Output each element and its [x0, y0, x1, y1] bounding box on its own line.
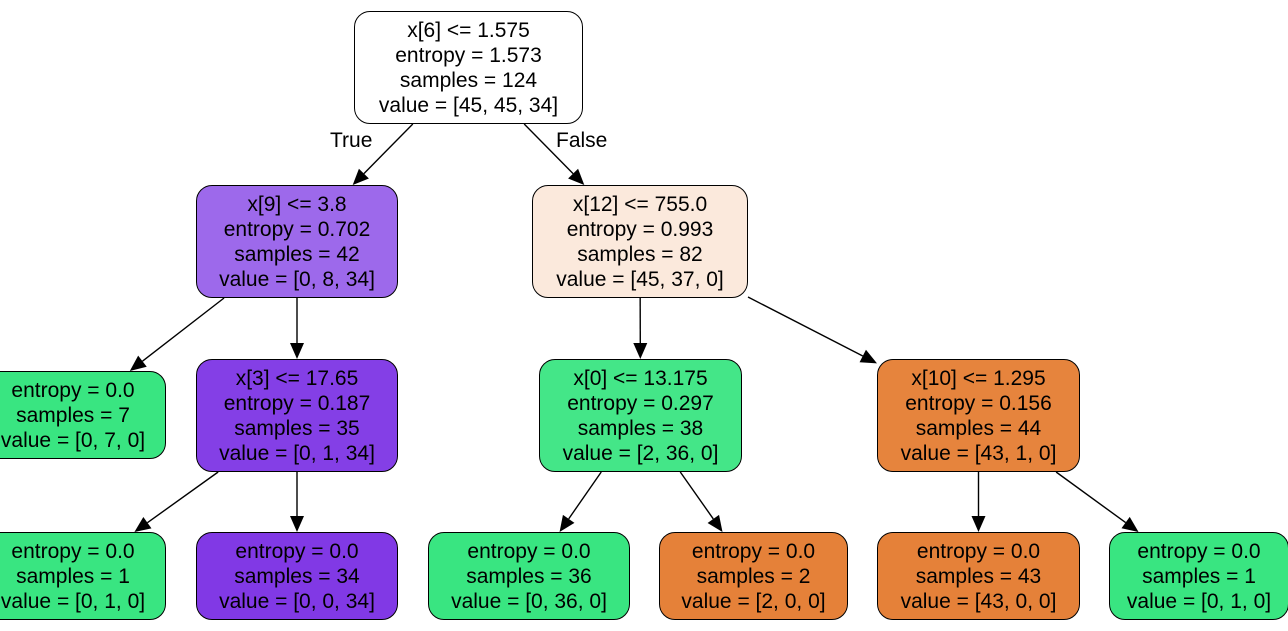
node-samples: samples = 35 — [234, 416, 360, 440]
node-split-rule: x[9] <= 3.8 — [247, 192, 347, 216]
tree-leaf-node: entropy = 0.0 samples = 43 value = [43, … — [877, 532, 1080, 620]
node-samples: samples = 1 — [1142, 564, 1256, 588]
node-entropy: entropy = 0.993 — [566, 217, 714, 241]
tree-node-root: x[6] <= 1.575 entropy = 1.573 samples = … — [354, 11, 583, 124]
node-entropy: entropy = 0.0 — [235, 539, 359, 563]
node-split-rule: x[0] <= 13.175 — [573, 366, 708, 390]
node-split-rule: x[6] <= 1.575 — [407, 18, 530, 42]
node-split-rule: x[3] <= 17.65 — [235, 366, 359, 390]
arrowhead-icon — [971, 516, 986, 532]
edge-label-true: True — [330, 129, 373, 152]
tree-node: x[3] <= 17.65 entropy = 0.187 samples = … — [196, 359, 398, 472]
tree-edge — [679, 471, 714, 520]
tree-leaf-node: entropy = 0.0 samples = 1 value = [0, 1,… — [1109, 532, 1288, 620]
tree-edge — [147, 471, 219, 524]
node-value: value = [45, 45, 34] — [378, 93, 559, 117]
tree-node: x[10] <= 1.295 entropy = 0.156 samples =… — [877, 359, 1080, 472]
node-value: value = [45, 37, 0] — [556, 267, 724, 291]
node-entropy: entropy = 0.0 — [11, 539, 135, 563]
node-value: value = [43, 0, 0] — [900, 589, 1057, 613]
tree-node-left: x[9] <= 3.8 entropy = 0.702 samples = 42… — [196, 185, 398, 298]
arrowhead-icon — [1121, 516, 1139, 532]
node-samples: samples = 42 — [234, 242, 360, 266]
node-samples: samples = 43 — [915, 564, 1042, 588]
node-entropy: entropy = 0.156 — [905, 391, 1052, 415]
node-split-rule: x[10] <= 1.295 — [911, 366, 1046, 390]
node-entropy: entropy = 0.0 — [1137, 539, 1261, 563]
edge-label-false: False — [556, 129, 608, 152]
arrowhead-icon — [859, 349, 877, 364]
node-entropy: entropy = 0.297 — [567, 391, 714, 415]
node-entropy: entropy = 1.573 — [395, 43, 542, 67]
arrowhead-icon — [290, 343, 304, 359]
tree-leaf-node: entropy = 0.0 samples = 2 value = [2, 0,… — [659, 532, 848, 620]
arrowhead-icon — [707, 514, 723, 532]
node-value: value = [0, 1, 0] — [1126, 589, 1272, 613]
node-value: value = [2, 36, 0] — [562, 441, 719, 465]
node-entropy: entropy = 0.0 — [11, 378, 135, 402]
node-value: value = [0, 36, 0] — [451, 589, 607, 613]
tree-edge — [568, 471, 602, 520]
node-samples: samples = 82 — [577, 242, 703, 266]
node-value: value = [0, 0, 34] — [219, 589, 375, 613]
node-samples: samples = 34 — [234, 564, 360, 588]
node-samples: samples = 2 — [696, 564, 811, 588]
tree-edge — [523, 123, 574, 175]
node-value: value = [0, 7, 0] — [0, 428, 146, 452]
node-entropy: entropy = 0.0 — [691, 539, 816, 563]
node-entropy: entropy = 0.0 — [916, 539, 1041, 563]
tree-leaf-node: entropy = 0.0 samples = 1 value = [0, 1,… — [0, 532, 166, 620]
tree-leaf-node: entropy = 0.0 samples = 34 value = [0, 0… — [196, 532, 398, 620]
tree-edge — [142, 297, 225, 362]
node-value: value = [0, 1, 34] — [219, 441, 375, 465]
node-samples: samples = 124 — [399, 68, 538, 92]
arrowhead-icon — [129, 355, 147, 371]
tree-leaf-node: entropy = 0.0 samples = 7 value = [0, 7,… — [0, 371, 166, 459]
tree-node: x[0] <= 13.175 entropy = 0.297 samples =… — [539, 359, 742, 472]
node-samples: samples = 7 — [16, 403, 130, 427]
tree-edge — [363, 123, 414, 175]
tree-edge — [747, 296, 864, 357]
node-value: value = [0, 8, 34] — [219, 267, 375, 291]
node-value: value = [2, 0, 0] — [681, 589, 826, 613]
node-samples: samples = 1 — [16, 564, 130, 588]
arrowhead-icon — [352, 168, 369, 185]
node-entropy: entropy = 0.0 — [467, 539, 591, 563]
arrowhead-icon — [134, 516, 152, 532]
node-value: value = [0, 1, 0] — [0, 589, 146, 613]
node-entropy: entropy = 0.187 — [223, 391, 371, 415]
tree-edge — [1055, 471, 1127, 524]
arrowhead-icon — [633, 342, 648, 359]
node-samples: samples = 44 — [915, 416, 1042, 440]
tree-leaf-node: entropy = 0.0 samples = 36 value = [0, 3… — [428, 532, 630, 620]
arrowhead-icon — [559, 514, 575, 532]
node-split-rule: x[12] <= 755.0 — [572, 192, 708, 216]
node-value: value = [43, 1, 0] — [900, 441, 1057, 465]
node-samples: samples = 38 — [577, 416, 704, 440]
arrowhead-icon — [290, 516, 304, 532]
node-entropy: entropy = 0.702 — [223, 217, 371, 241]
tree-node-right: x[12] <= 755.0 entropy = 0.993 samples =… — [532, 185, 748, 298]
arrowhead-icon — [568, 168, 585, 185]
node-samples: samples = 36 — [466, 564, 592, 588]
